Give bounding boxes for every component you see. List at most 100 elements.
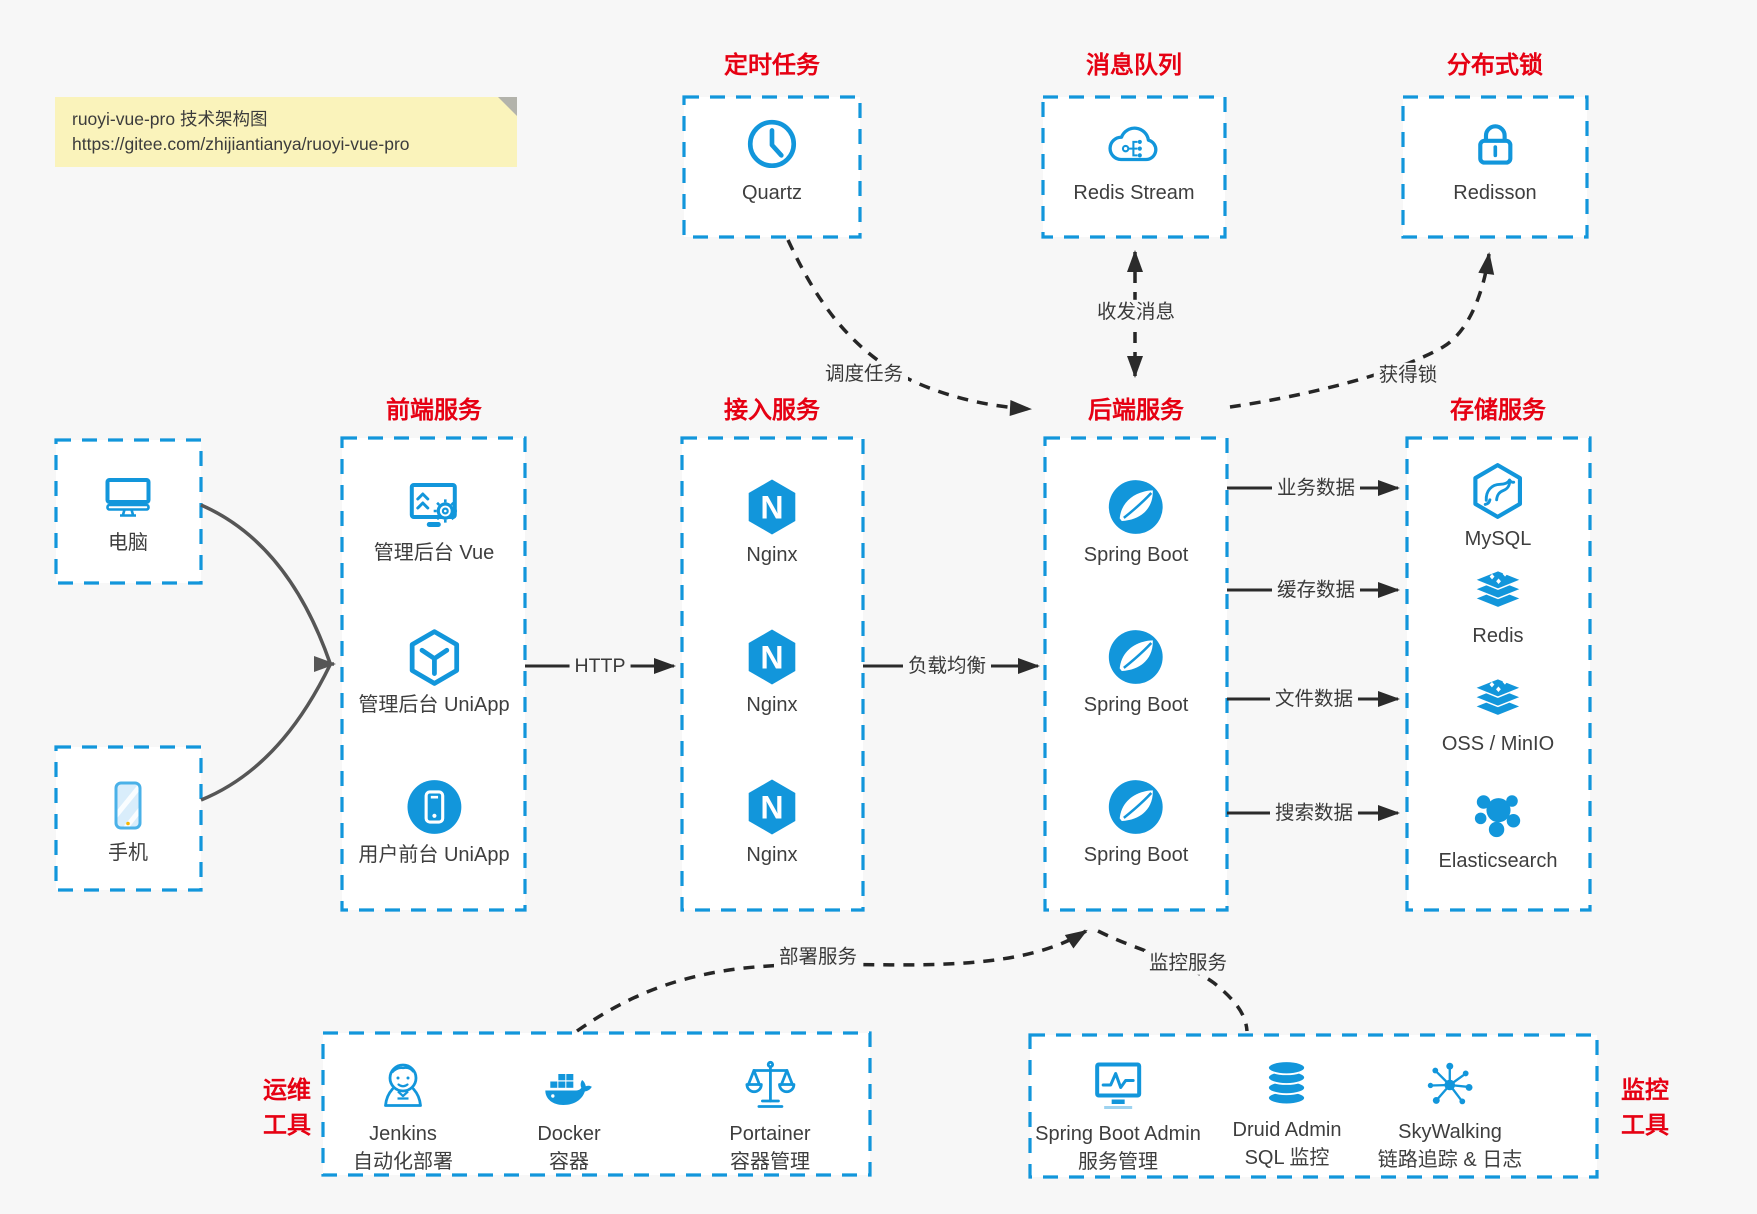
- edge-label-http: HTTP: [569, 653, 631, 679]
- node-label: Nginx: [746, 844, 798, 866]
- scales-icon: [742, 1058, 798, 1114]
- edge-label-business-data: 业务数据: [1271, 475, 1361, 501]
- cloud-stream-icon: [1105, 116, 1163, 174]
- desktop-icon: [100, 468, 156, 524]
- sticky-note: ruoyi-vue-pro 技术架构图 https://gitee.com/zh…: [55, 97, 517, 167]
- node-quartz: Quartz: [742, 116, 802, 203]
- note-url: https://gitee.com/zhijiantianya/ruoyi-vu…: [72, 134, 410, 154]
- node-label: MySQL: [1464, 528, 1532, 550]
- redis-stream-group-box: [1041, 95, 1227, 239]
- edge-label-message-exchange: 收发消息: [1091, 299, 1181, 325]
- node-label: Redis Stream: [1073, 182, 1195, 204]
- spring-boot-icon: [1107, 478, 1165, 536]
- group-title-frontend: 前端服务: [386, 397, 482, 424]
- node-label: Elasticsearch: [1438, 850, 1558, 872]
- computer-to-frontend-curve: [200, 503, 332, 664]
- node-druid-admin: Druid Admin SQL 监控: [1233, 1058, 1341, 1169]
- node-label: Docker: [537, 1123, 601, 1145]
- edge-label-deploy-service: 部署服务: [773, 944, 863, 970]
- node-label: Nginx: [746, 544, 798, 566]
- nginx-icon: [742, 478, 802, 536]
- node-spring-boot-3: Spring Boot: [1084, 778, 1188, 865]
- clock-icon: [743, 116, 801, 174]
- jenkins-icon: [375, 1058, 431, 1114]
- group-title-message-queue: 消息队列: [1086, 52, 1182, 79]
- spring-boot-icon: [1107, 628, 1165, 686]
- node-spring-boot-2: Spring Boot: [1084, 628, 1188, 715]
- group-title-ops-tools: 运维 工具: [263, 1077, 311, 1139]
- elasticsearch-cluster-icon: [1471, 788, 1525, 842]
- phone-to-frontend-curve: [200, 664, 332, 802]
- node-label: SkyWalking: [1398, 1121, 1502, 1143]
- group-title-scheduled-task: 定时任务: [724, 52, 820, 79]
- node-admin-vue: 管理后台 Vue: [374, 478, 494, 563]
- cube-icon: [405, 628, 463, 686]
- node-sublabel: 容器: [548, 1151, 589, 1173]
- docker-whale-icon: [540, 1058, 598, 1114]
- database-stack-icon: [1261, 1058, 1313, 1110]
- node-label: 手机: [108, 842, 148, 864]
- edge-label-file-data: 文件数据: [1269, 686, 1359, 712]
- smartphone-icon: [100, 778, 156, 834]
- node-spring-boot-admin: Spring Boot Admin 服务管理: [1035, 1058, 1201, 1173]
- node-sublabel: 自动化部署: [353, 1151, 453, 1173]
- node-docker: Docker 容器: [537, 1058, 601, 1173]
- ops-group-box: [321, 1031, 872, 1177]
- redis-stack-icon: [1470, 565, 1526, 617]
- node-redis: Redis: [1470, 565, 1526, 646]
- node-mysql: MySQL: [1464, 462, 1532, 550]
- network-graph-icon: [1423, 1058, 1477, 1112]
- node-nginx-1: Nginx: [742, 478, 802, 565]
- node-label: 管理后台 UniApp: [358, 694, 510, 716]
- node-label: Quartz: [741, 182, 803, 204]
- computer-box: [54, 438, 203, 585]
- nginx-icon: [742, 778, 802, 836]
- node-admin-uniapp: 管理后台 UniApp: [358, 628, 510, 716]
- edge-label-search-data: 搜索数据: [1269, 800, 1359, 826]
- node-sublabel: 容器管理: [730, 1151, 810, 1173]
- redisson-group-box: [1401, 95, 1589, 239]
- node-label: Spring Boot Admin: [1035, 1123, 1201, 1145]
- node-oss-minio: OSS / MinIO: [1442, 673, 1554, 754]
- node-nginx-3: Nginx: [742, 778, 802, 865]
- group-title-distributed-lock: 分布式锁: [1447, 52, 1543, 79]
- redis-stack-icon: [1470, 673, 1526, 725]
- edge-label-monitor-service: 监控服务: [1143, 950, 1233, 976]
- node-computer: 电脑: [100, 468, 156, 553]
- phone-circle-icon: [405, 778, 463, 836]
- mysql-icon: [1469, 462, 1527, 520]
- node-label: Nginx: [746, 694, 798, 716]
- node-skywalking: SkyWalking 链路追踪 & 日志: [1378, 1058, 1522, 1171]
- schedule-task-curve: [786, 239, 1032, 416]
- node-sublabel: 链路追踪 & 日志: [1377, 1149, 1523, 1171]
- node-label: Jenkins: [369, 1123, 437, 1145]
- group-title-monitoring-tools: 监控 工具: [1621, 1077, 1669, 1139]
- node-label: Redisson: [1453, 182, 1537, 204]
- node-label: Redis: [1472, 625, 1524, 647]
- note-title: ruoyi-vue-pro 技术架构图: [72, 109, 268, 129]
- edge-label-schedule-task: 调度任务: [819, 361, 909, 387]
- edge-label-acquire-lock: 获得锁: [1373, 362, 1443, 388]
- nginx-icon: [742, 628, 802, 686]
- node-sublabel: 服务管理: [1078, 1151, 1158, 1173]
- node-phone: 手机: [100, 778, 156, 863]
- node-redis-stream: Redis Stream: [1073, 116, 1195, 204]
- node-label: 用户前台 UniApp: [358, 844, 510, 866]
- lock-icon: [1466, 116, 1524, 174]
- node-redisson: Redisson: [1453, 116, 1537, 204]
- node-nginx-2: Nginx: [742, 628, 802, 715]
- monitor-service-curve: [1097, 929, 1249, 1032]
- admin-dashboard-icon: [406, 478, 462, 534]
- node-user-uniapp: 用户前台 UniApp: [358, 778, 510, 866]
- node-elasticsearch: Elasticsearch: [1438, 788, 1558, 872]
- edge-label-cache-data: 缓存数据: [1271, 577, 1361, 603]
- node-label: 管理后台 Vue: [373, 542, 495, 564]
- node-sublabel: SQL 监控: [1244, 1147, 1330, 1169]
- spring-boot-icon: [1107, 778, 1165, 836]
- node-label: Portainer: [729, 1123, 811, 1145]
- group-title-storage: 存储服务: [1450, 397, 1546, 424]
- edge-label-load-balance: 负载均衡: [902, 653, 992, 679]
- node-portainer: Portainer 容器管理: [729, 1058, 811, 1173]
- group-title-access: 接入服务: [724, 397, 820, 424]
